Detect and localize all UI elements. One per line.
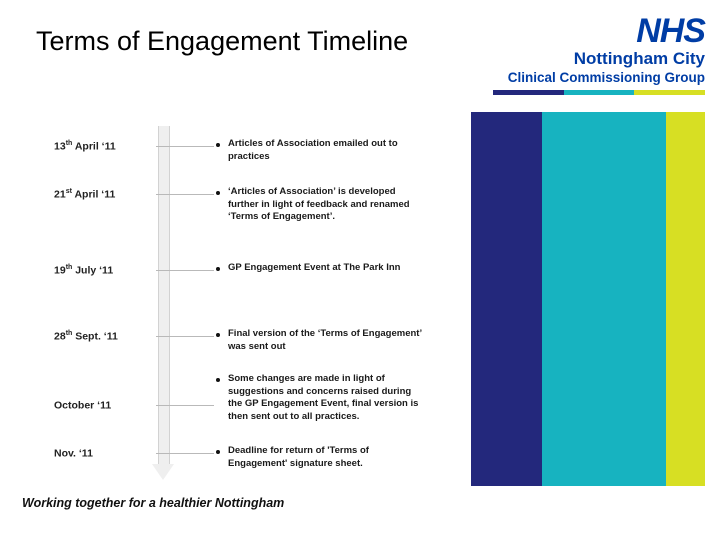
timeline-event-date: October ‘11 — [54, 399, 112, 412]
page-title: Terms of Engagement Timeline — [36, 26, 409, 56]
teal-bar — [542, 112, 667, 486]
timeline-arrow-head — [152, 464, 174, 480]
timeline-event-date: 19th July ‘11 — [54, 264, 114, 277]
timeline-bullet — [216, 378, 220, 382]
timeline-connector — [156, 405, 214, 406]
timeline-connector — [156, 146, 214, 147]
ccg-label: Clinical Commissioning Group — [507, 70, 705, 85]
timeline-bullet — [216, 191, 220, 195]
navy-bar — [471, 112, 543, 486]
timeline-connector — [156, 453, 214, 454]
nhs-logo: NHS Nottingham City Clinical Commissioni… — [493, 12, 706, 98]
ccg-underline-lime — [634, 90, 706, 95]
footer-strapline: Working together for a healthier Notting… — [22, 496, 285, 510]
timeline-bullet — [216, 450, 220, 454]
timeline-event-text: Some changes are made in light of sugges… — [228, 373, 419, 422]
timeline-event-text: Final version of the ‘Terms of Engagemen… — [228, 328, 422, 352]
ccg-underline-teal — [563, 90, 635, 95]
timeline-event-text: GP Engagement Event at The Park Inn — [228, 262, 401, 273]
timeline-event-text: ‘Articles of Association’ is developed f… — [228, 186, 410, 223]
timeline-connector — [156, 194, 214, 195]
timeline: 13th April ‘11 Articles of Association e… — [36, 120, 456, 480]
timeline-event-text: Deadline for return of 'Terms of Engagem… — [228, 445, 369, 469]
timeline-event-date: 21st April ‘11 — [54, 188, 116, 201]
decorative-colour-bars — [471, 112, 705, 486]
timeline-connector — [156, 270, 214, 271]
timeline-bullet — [216, 143, 220, 147]
timeline-event-date: Nov. ‘11 — [54, 447, 93, 460]
nhs-logo-mark: NHS Nottingham City — [573, 12, 706, 69]
lime-bar — [666, 112, 705, 486]
timeline-arrow-shaft — [158, 126, 170, 464]
nhs-letters: NHS — [636, 12, 706, 50]
timeline-event-date: 28th Sept. ‘11 — [54, 330, 118, 343]
nhs-place-name: Nottingham City — [573, 49, 705, 68]
ccg-underline-navy — [493, 90, 564, 95]
timeline-bullet — [216, 333, 220, 337]
timeline-event-date: 13th April ‘11 — [54, 140, 116, 153]
timeline-event-text: Articles of Association emailed out to p… — [228, 138, 398, 162]
timeline-bullet — [216, 267, 220, 271]
timeline-connector — [156, 336, 214, 337]
ccg-underline — [493, 90, 706, 95]
